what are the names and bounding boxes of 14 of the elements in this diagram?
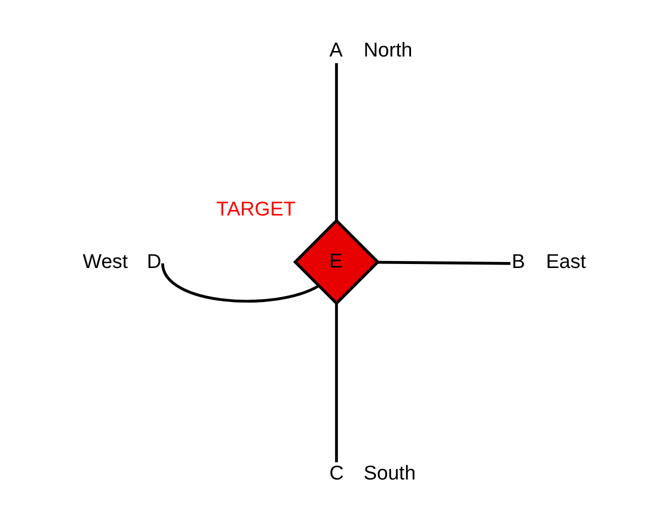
node-text: B bbox=[512, 250, 526, 273]
connector bbox=[161, 263, 320, 303]
node-text: A bbox=[329, 39, 343, 62]
node-diamond: E bbox=[293, 218, 380, 306]
node-label: TARGET bbox=[216, 198, 296, 220]
connector bbox=[335, 304, 338, 462]
node-label: South bbox=[364, 462, 416, 485]
connector bbox=[335, 63, 338, 221]
node-text: D bbox=[146, 250, 162, 273]
node-label: North bbox=[364, 39, 412, 62]
node-text: C bbox=[329, 462, 344, 485]
node-label: East bbox=[546, 250, 586, 273]
node-label: West bbox=[82, 250, 128, 273]
connector bbox=[378, 260, 510, 265]
